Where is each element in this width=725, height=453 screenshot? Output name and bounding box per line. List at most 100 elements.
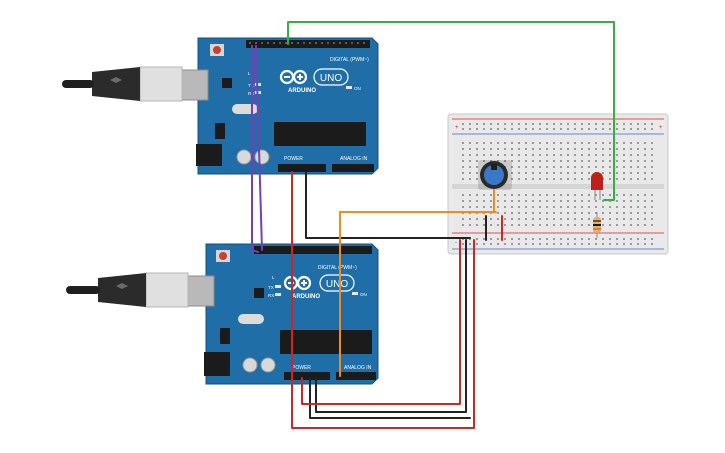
red-led[interactable] <box>591 172 603 200</box>
breadboard-hole <box>476 148 478 150</box>
breadboard-hole <box>616 243 618 245</box>
breadboard-hole <box>602 142 604 144</box>
potentiometer[interactable] <box>478 160 512 190</box>
tx-label-bottom: TX <box>268 285 274 290</box>
breadboard-hole <box>546 200 548 202</box>
breadboard-hole <box>539 224 541 226</box>
header-pin <box>297 42 299 44</box>
breadboard-hole <box>651 123 653 125</box>
header-pin <box>285 42 287 44</box>
usb-cable-top[interactable] <box>62 66 183 102</box>
breadboard-hole <box>609 224 611 226</box>
wire-orange[interactable] <box>339 211 497 377</box>
resistor[interactable] <box>593 212 601 238</box>
breadboard-hole <box>637 178 639 180</box>
arduino-uno-bottom[interactable]: UNO ARDUINO DIGITAL (PWM~) POWER ANALOG … <box>185 243 379 385</box>
wire-purple-2[interactable] <box>255 45 263 251</box>
arduino-logo-top <box>279 69 308 85</box>
breadboard-hole <box>511 160 513 162</box>
wire-black-bottom[interactable] <box>315 239 467 413</box>
rail-plus-label: + <box>455 125 459 131</box>
breadboard-hole <box>525 178 527 180</box>
breadboard-hole <box>504 243 506 245</box>
breadboard-hole <box>623 194 625 196</box>
breadboard-hole <box>553 172 555 174</box>
breadboard-hole <box>595 200 597 202</box>
breadboard-hole <box>595 160 597 162</box>
breadboard-hole <box>602 218 604 220</box>
breadboard-hole <box>504 160 506 162</box>
crystal-bottom <box>238 314 264 324</box>
breadboard-hole <box>616 160 618 162</box>
breadboard-hole <box>511 243 513 245</box>
breadboard-hole <box>602 194 604 196</box>
breadboard-holes <box>462 142 653 226</box>
breadboard-hole <box>630 172 632 174</box>
breadboard-hole <box>553 194 555 196</box>
breadboard-hole <box>469 178 471 180</box>
breadboard-hole <box>644 172 646 174</box>
breadboard-hole <box>602 224 604 226</box>
header-pin <box>291 42 293 44</box>
analog-label-top: ANALOG IN <box>340 156 368 162</box>
breadboard-hole <box>525 172 527 174</box>
breadboard-hole <box>616 166 618 168</box>
usb-cable-bottom[interactable] <box>66 272 189 308</box>
breadboard-hole <box>553 123 555 125</box>
breadboard-hole <box>525 243 527 245</box>
breadboard-hole <box>532 200 534 202</box>
breadboard-hole <box>581 238 583 240</box>
wire-red-bottom[interactable] <box>301 239 461 405</box>
breadboard-hole <box>574 194 576 196</box>
breadboard-hole <box>644 123 646 125</box>
breadboard-hole <box>609 154 611 156</box>
breadboard-hole <box>497 218 499 220</box>
power-jack-bottom <box>204 352 230 376</box>
breadboard-hole <box>588 148 590 150</box>
wire-black-top[interactable] <box>305 171 471 239</box>
breadboard-hole <box>574 128 576 130</box>
breadboard-hole <box>483 224 485 226</box>
breadboard-hole <box>525 238 527 240</box>
breadboard-hole <box>511 154 513 156</box>
breadboard-hole <box>532 128 534 130</box>
breadboard-hole <box>511 148 513 150</box>
wire-red-top[interactable] <box>291 171 475 429</box>
breadboard-hole <box>462 206 464 208</box>
breadboard-hole <box>483 148 485 150</box>
breadboard-hole <box>504 224 506 226</box>
breadboard-hole <box>623 178 625 180</box>
breadboard-hole <box>602 128 604 130</box>
breadboard-hole <box>637 154 639 156</box>
breadboard-hole <box>476 194 478 196</box>
breadboard-hole <box>644 243 646 245</box>
arduino-uno-top[interactable]: UNO ARDUINO DIGITAL (PWM~) POWER ANALOG … <box>179 37 379 175</box>
breadboard-hole <box>476 218 478 220</box>
breadboard-hole <box>581 160 583 162</box>
breadboard-hole <box>637 243 639 245</box>
breadboard-hole <box>497 142 499 144</box>
breadboard-hole <box>546 166 548 168</box>
breadboard-hole <box>539 172 541 174</box>
breadboard-hole <box>539 166 541 168</box>
breadboard-hole <box>595 154 597 156</box>
wire-green[interactable] <box>287 21 615 201</box>
power-header-bottom <box>284 372 330 380</box>
breadboard-hole <box>462 128 464 130</box>
wire-purple-1[interactable] <box>251 45 259 253</box>
breadboard-hole <box>581 148 583 150</box>
breadboard-hole <box>483 154 485 156</box>
on-label-bottom: ON <box>360 292 367 297</box>
breadboard-hole <box>567 166 569 168</box>
breadboard-hole <box>581 218 583 220</box>
breadboard-hole <box>637 200 639 202</box>
breadboard-hole <box>497 206 499 208</box>
breadboard-hole <box>609 166 611 168</box>
wire-black-bottom-2[interactable] <box>309 377 471 419</box>
breadboard-hole <box>581 206 583 208</box>
breadboard-hole <box>630 166 632 168</box>
breadboard-hole <box>490 224 492 226</box>
breadboard-hole <box>546 128 548 130</box>
breadboard-hole <box>609 160 611 162</box>
